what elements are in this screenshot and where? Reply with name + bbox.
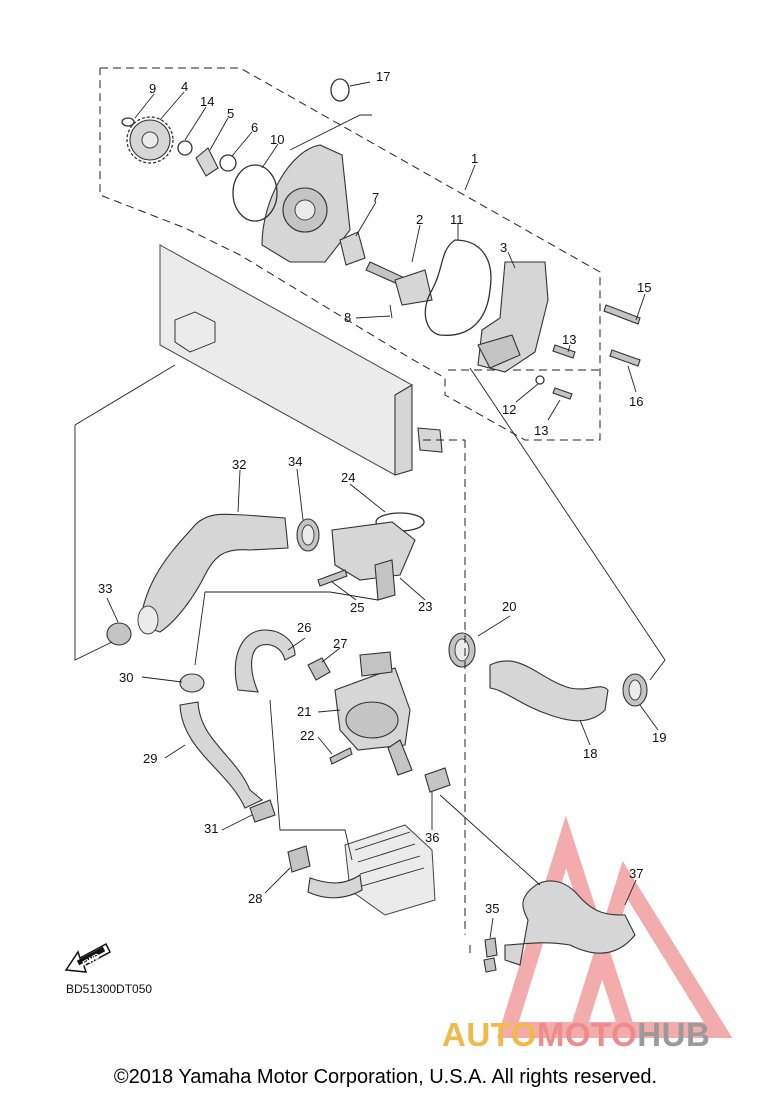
diagram-code: BD51300DT050 [66, 982, 153, 996]
callout-30: 30 [119, 670, 133, 685]
callout-13a: 13 [562, 332, 576, 347]
callout-3: 3 [500, 240, 507, 255]
pump-housing [477, 261, 549, 373]
callout-15: 15 [637, 280, 651, 295]
callouts: 1 2 3 4 5 6 7 8 9 10 11 12 13 13 14 15 1… [98, 69, 666, 916]
hose-37 [504, 880, 636, 966]
callout-4: 4 [181, 79, 188, 94]
callout-2: 2 [416, 212, 423, 227]
callout-18: 18 [583, 746, 597, 761]
callout-6: 6 [251, 120, 258, 135]
callout-37: 37 [629, 866, 643, 881]
callout-7: 7 [372, 190, 379, 205]
callout-9: 9 [149, 81, 156, 96]
thermostat-housing [331, 521, 416, 601]
callout-29: 29 [143, 751, 157, 766]
callout-33: 33 [98, 581, 112, 596]
callout-28: 28 [248, 891, 262, 906]
hose-29 [179, 701, 264, 809]
callout-11: 11 [450, 212, 464, 227]
callout-13b: 13 [534, 423, 548, 438]
thermostat [334, 651, 413, 776]
callout-26: 26 [297, 620, 311, 635]
oil-cooler [307, 824, 436, 916]
callout-10: 10 [270, 132, 284, 147]
callout-14: 14 [200, 94, 214, 109]
copyright-notice: ©2018 Yamaha Motor Corporation, U.S.A. A… [113, 1066, 658, 1088]
callout-5: 5 [227, 106, 234, 121]
callout-1: 1 [471, 151, 478, 166]
watermark-auto: AUTO [442, 1016, 537, 1053]
watermark-text: AUTOMOTOHUB [442, 1016, 710, 1054]
impeller-shaft [365, 261, 433, 306]
callout-21: 21 [297, 704, 311, 719]
assembly-boundary [99, 67, 601, 441]
callout-25: 25 [350, 600, 364, 615]
watermark-moto: MOTO [536, 1016, 638, 1053]
gear [126, 116, 174, 164]
callout-23: 23 [418, 599, 432, 614]
callout-16: 16 [629, 394, 643, 409]
callout-27: 27 [333, 636, 347, 651]
callout-20: 20 [502, 599, 516, 614]
callout-35: 35 [485, 901, 499, 916]
callout-19: 19 [652, 730, 666, 745]
callout-22: 22 [300, 728, 314, 743]
callout-24: 24 [341, 470, 355, 485]
callout-32: 32 [232, 457, 246, 472]
watermark-hub: HUB [637, 1016, 711, 1053]
hose-26 [234, 629, 296, 693]
hose-18 [489, 660, 609, 722]
callout-31: 31 [204, 821, 218, 836]
water-pump-cover [261, 144, 351, 263]
callout-17: 17 [376, 69, 390, 84]
callout-36: 36 [425, 830, 439, 845]
callout-8: 8 [344, 310, 351, 325]
callout-34: 34 [288, 454, 302, 469]
callout-12: 12 [502, 402, 516, 417]
leader-lines [106, 81, 659, 939]
fwd-arrow-icon: FWD [64, 942, 111, 973]
hose-32 [139, 513, 289, 633]
